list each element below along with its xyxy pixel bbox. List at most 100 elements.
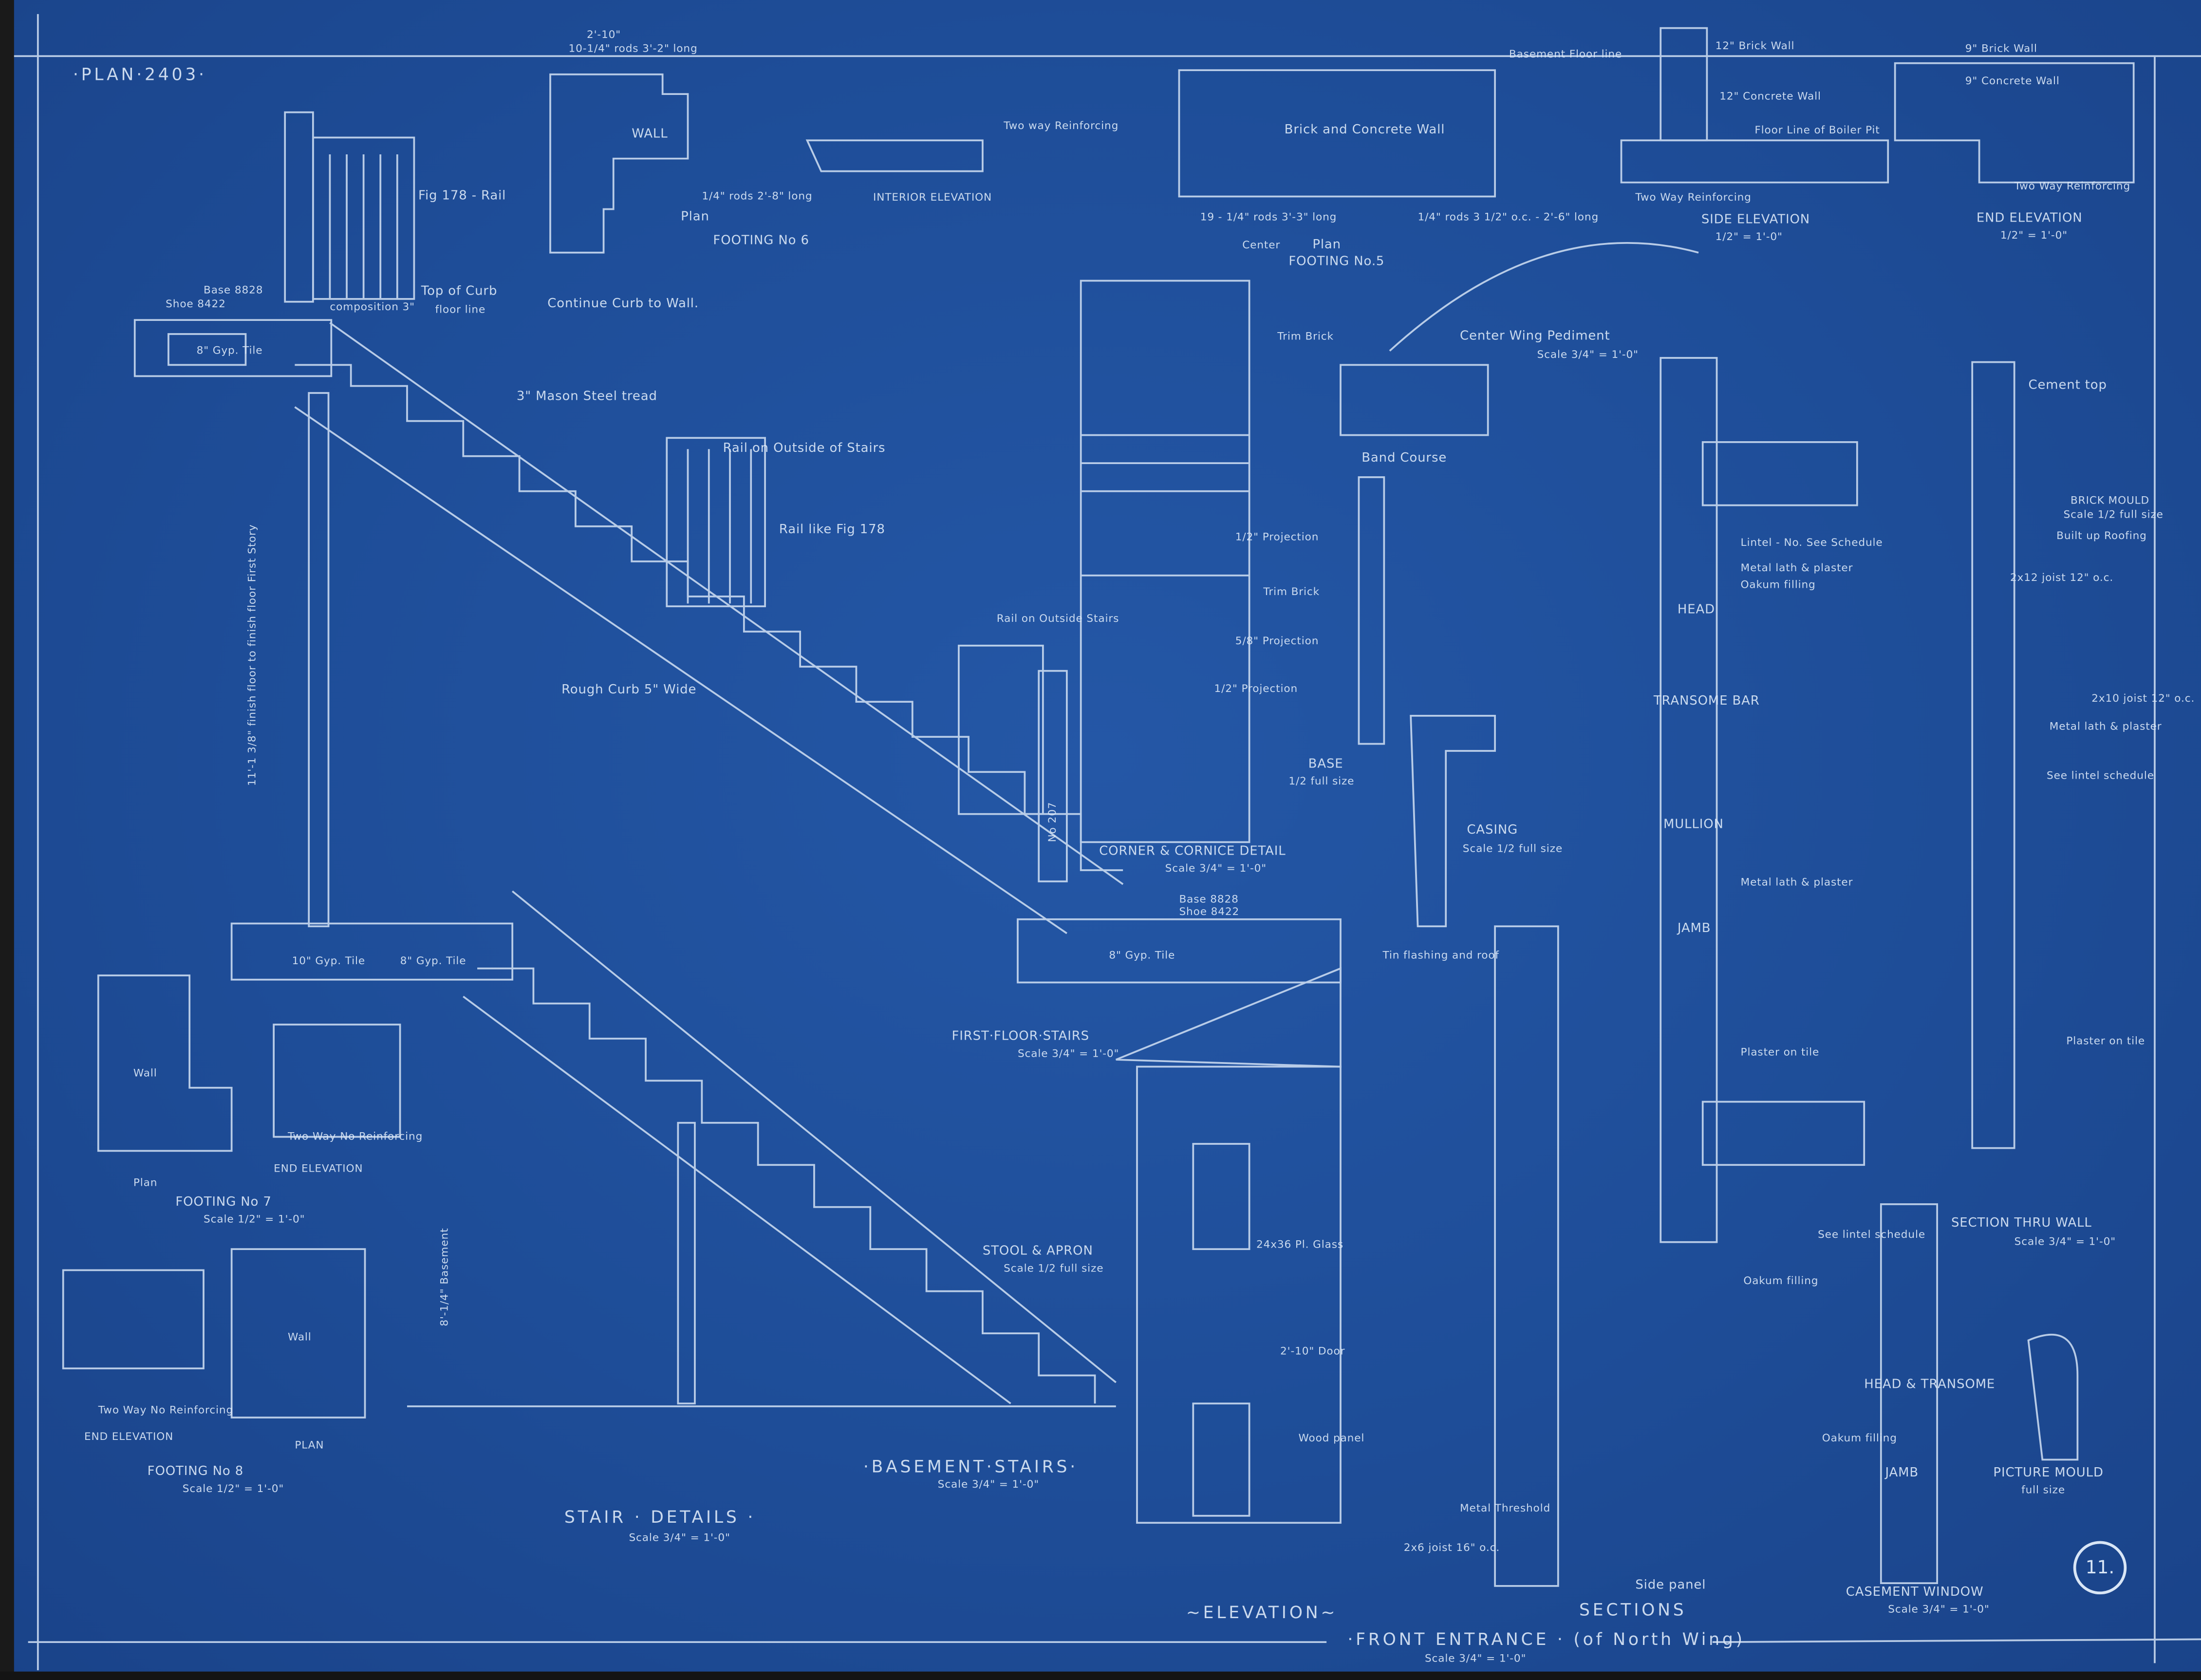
window-section — [1660, 357, 1718, 1243]
title-center-wing: Center Wing Pediment — [1460, 330, 1610, 344]
note-interior-elevation: INTERIOR ELEVATION — [873, 190, 992, 204]
column — [308, 392, 330, 928]
corner-cornice — [1080, 280, 1250, 843]
title-corner-cornice: CORNER & CORNICE DETAIL — [1099, 845, 1286, 859]
entrance-section — [1494, 925, 1559, 1587]
note-see-lintel-2: See lintel schedule — [1818, 1228, 1926, 1241]
note-basement-height: 8'-1/4" Basement — [438, 1228, 451, 1326]
note-gyp-10: 10" Gyp. Tile — [292, 954, 366, 967]
band-course — [1340, 364, 1489, 436]
footing-7-scale: Scale 1/2" = 1'-0" — [203, 1213, 305, 1226]
note-metal-lath-2: Metal lath & plaster — [1740, 876, 1853, 889]
note-brick-9: 9" Brick Wall — [1965, 42, 2037, 55]
border-bottom-right — [1712, 1638, 2201, 1643]
note-basement-floor-line: Basement Floor line — [1509, 47, 1623, 60]
footing-6-plan — [549, 73, 689, 254]
basement-stair-profile — [477, 967, 1096, 1404]
pediment — [1116, 967, 1342, 1068]
center-wing-scale: Scale 3/4" = 1'-0" — [1537, 348, 1639, 361]
newel-post-2 — [1038, 670, 1068, 882]
footing-8-end — [62, 1269, 205, 1370]
label-plan-5: Plan — [1312, 238, 1342, 253]
note-joist-16: 2x6 joist 16" o.c. — [1403, 1541, 1500, 1554]
note-brick-12: 12" Brick Wall — [1715, 39, 1795, 52]
note-cement-top: Cement top — [2028, 379, 2107, 393]
note-lintel: Lintel - No. See Schedule — [1740, 536, 1883, 549]
rail-mid-balusters — [687, 449, 752, 604]
note-wood-panel: Wood panel — [1298, 1431, 1365, 1444]
note-continue-curb: Continue Curb to Wall. — [547, 298, 699, 312]
stool-apron-scale: Scale 1/2 full size — [1004, 1262, 1104, 1275]
floor-slab-top — [133, 319, 333, 377]
footing-7-plan — [97, 974, 233, 1152]
sill-box — [1701, 1101, 1865, 1166]
note-fig178: Fig 178 - Rail — [418, 189, 506, 204]
note-brick-concrete: Brick and Concrete Wall — [1284, 123, 1445, 138]
note-rods-28: 1/4" rods 2'-8" long — [702, 189, 813, 203]
note-two-way-reinf-2: Two Way Reinforcing — [2014, 179, 2131, 192]
note-top-curb: Top of Curb — [421, 285, 498, 299]
picture-mould-scale: full size — [2021, 1483, 2065, 1496]
side-elev-wall — [1660, 27, 1708, 142]
casement-section — [1880, 1203, 1938, 1584]
title-basement-stairs: ·BASEMENT·STAIRS· — [863, 1456, 1079, 1477]
title-first-floor-stairs: FIRST·FLOOR·STAIRS — [951, 1030, 1089, 1045]
note-base8828-2: Base 8828 — [1179, 893, 1239, 906]
newel-post — [284, 111, 314, 303]
label-wall-8: Wall — [287, 1330, 312, 1344]
note-trim-brick-2: Trim Brick — [1263, 585, 1320, 598]
label-transome-bar: TRANSOME BAR — [1653, 694, 1760, 709]
note-two-way-8: Two Way No Reinforcing — [98, 1403, 234, 1417]
note-gyp-8: 8" Gyp. Tile — [196, 344, 263, 357]
end-elevation-scale: 1/2" = 1'-0" — [2000, 228, 2068, 242]
casement-window-scale: Scale 3/4" = 1'-0" — [1888, 1603, 1990, 1616]
note-built-up-roofing: Built up Roofing — [2056, 529, 2147, 542]
title-end-elevation: END ELEVATION — [1976, 212, 2083, 226]
sheet-number: 11. — [2085, 1557, 2115, 1579]
note-boiler-pit: Floor Line of Boiler Pit — [1754, 123, 1880, 136]
footing-7-end — [273, 1024, 401, 1138]
note-shoe8422: Shoe 8422 — [166, 298, 226, 310]
note-two-way: Two way Reinforcing — [1004, 119, 1119, 132]
door-lower — [1192, 1402, 1250, 1517]
note-plaster-on-tile-2: Plaster on tile — [2066, 1034, 2145, 1047]
note-gyp-8c: 8" Gyp. Tile — [1109, 949, 1175, 962]
label-mullion: MULLION — [1663, 818, 1724, 833]
note-rods-19: 19 - 1/4" rods 3'-3" long — [1200, 210, 1337, 224]
note-two-way-reinf: Two Way Reinforcing — [1635, 190, 1752, 204]
side-elevation-scale: 1/2" = 1'-0" — [1715, 230, 1783, 243]
note-oakum-2: Oakum filling — [1743, 1274, 1819, 1287]
stair-string-lower — [512, 890, 1117, 1383]
note-joist-10: 2x10 joist 12" o.c. — [2091, 691, 2195, 705]
label-end-elevation-7: END ELEVATION — [274, 1162, 363, 1175]
plan-number: ·PLAN·2403· — [73, 64, 207, 84]
note-floor-line: floor line — [435, 303, 486, 316]
note-projection-58: 5/8" Projection — [1235, 634, 1319, 647]
note-base8828: Base 8828 — [203, 283, 263, 297]
end-elevation — [1894, 62, 2135, 184]
title-section-thru-wall: SECTION THRU WALL — [1951, 1216, 2092, 1231]
note-brick-mould-scale: Scale 1/2 full size — [2063, 508, 2164, 521]
note-concrete-12: 12" Concrete Wall — [1719, 90, 1821, 103]
note-newel: No 207 — [1045, 802, 1059, 842]
title-elevation: ~ELEVATION~ — [1186, 1603, 1338, 1623]
title-side-panel: Side panel — [1635, 1579, 1706, 1593]
torn-bottom-edge — [0, 1671, 2201, 1680]
title-front-entrance: ·FRONT ENTRANCE · (of North Wing) — [1347, 1629, 1745, 1649]
note-rods-top: 10-1/4" rods 3'-2" long — [568, 42, 698, 55]
note-trim-brick: Trim Brick — [1277, 330, 1334, 343]
stair-soffit-lower — [463, 995, 1011, 1404]
label-end-elevation-8: END ELEVATION — [84, 1430, 174, 1443]
rail-mid — [666, 437, 766, 607]
title-sections: SECTIONS — [1579, 1600, 1687, 1620]
note-two-way-no-reinf: Two Way No Reinforcing — [287, 1130, 423, 1143]
note-tin-flashing: Tin flashing and roof — [1382, 949, 1499, 962]
rail-balusters — [329, 154, 398, 299]
note-oakum: Oakum filling — [1740, 578, 1816, 591]
title-picture-mould: PICTURE MOULD — [1993, 1466, 2104, 1481]
footing-8-plan — [230, 1248, 366, 1419]
note-see-lintel: See lintel schedule — [2046, 769, 2154, 782]
corner-cornice-scale: Scale 3/4" = 1'-0" — [1165, 861, 1267, 875]
